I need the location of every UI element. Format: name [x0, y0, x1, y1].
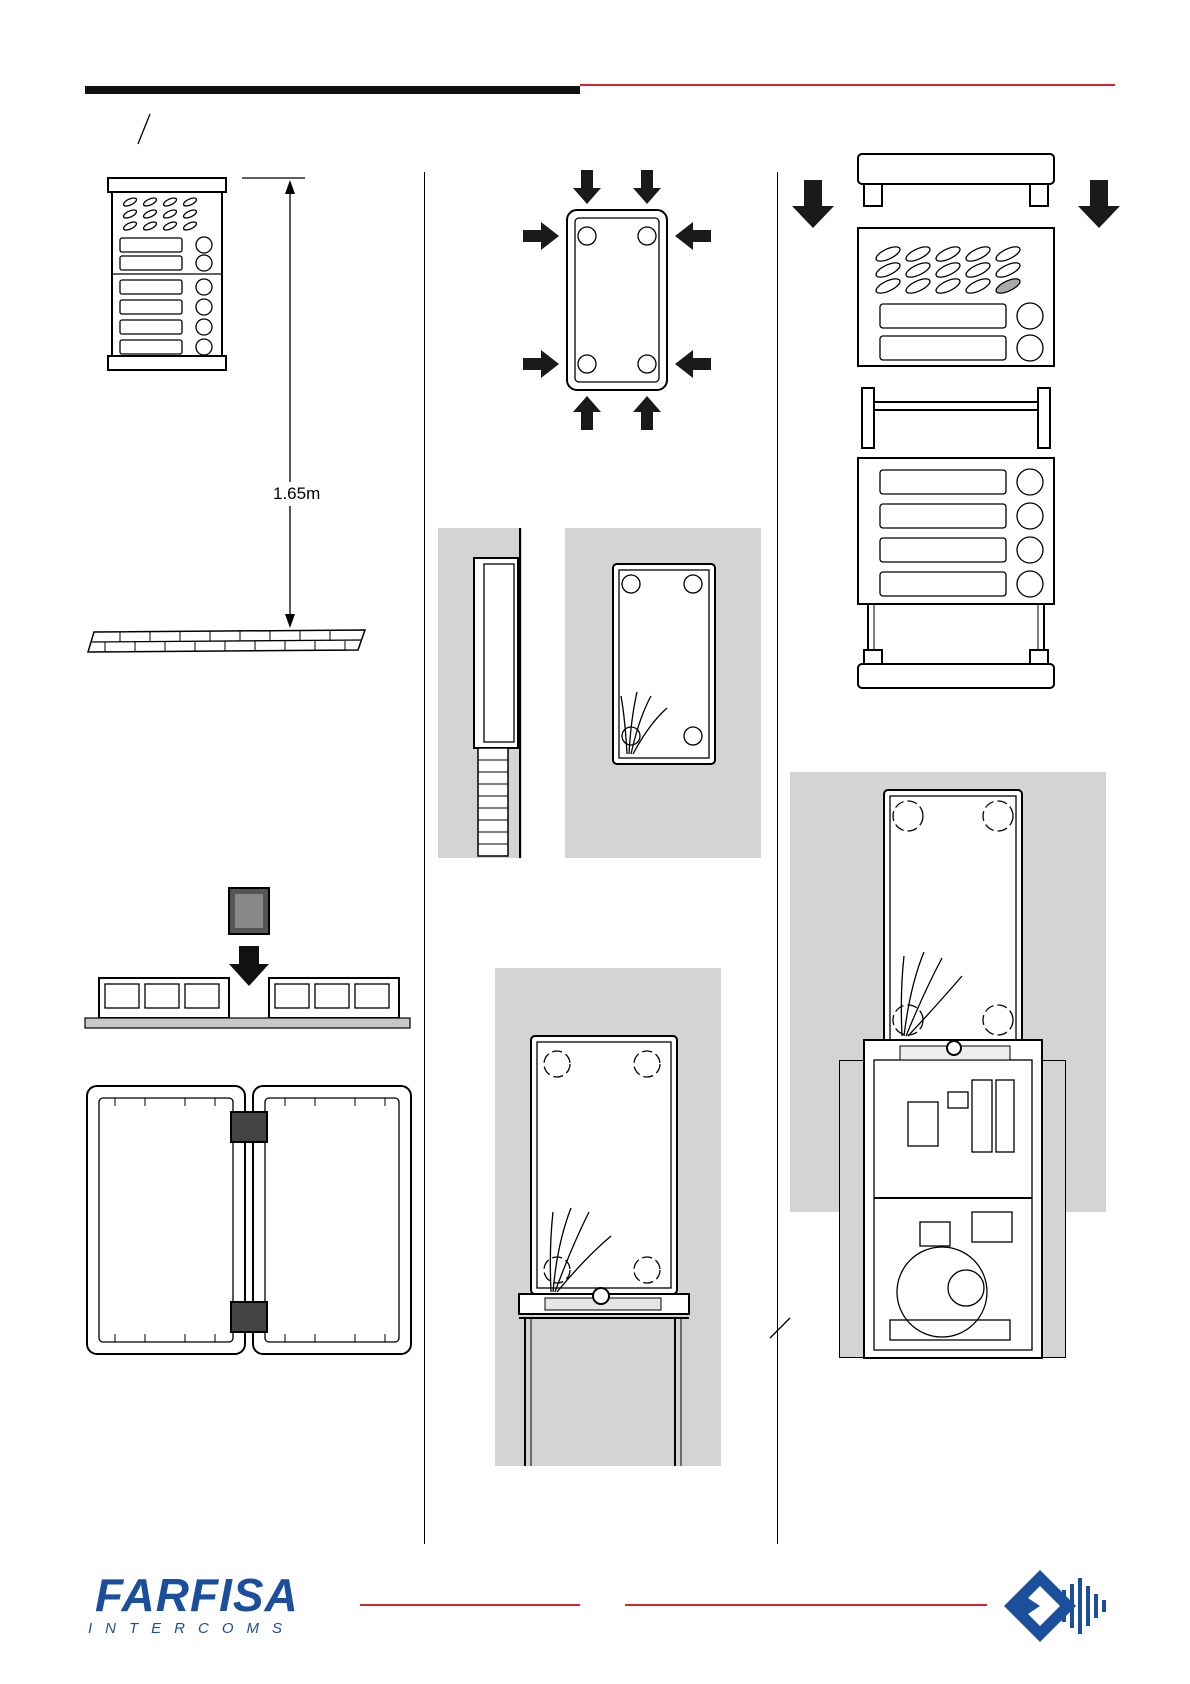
panel-height-figure — [80, 170, 420, 660]
box-frame-figure — [495, 968, 721, 1466]
brand-logo-tagline: INTERCOMS — [88, 1620, 295, 1637]
header-rule-red — [580, 84, 1115, 86]
header-slash — [134, 112, 154, 146]
height-measurement-label: 1.65m — [273, 482, 320, 506]
column-divider-1 — [424, 172, 425, 1544]
exploded-panel-figure — [790, 150, 1120, 690]
joined-boxes-figure — [85, 1084, 415, 1359]
box-pressure-figure — [515, 170, 715, 440]
header-bar-black — [85, 86, 580, 94]
footer-rule-red-left — [360, 1604, 580, 1606]
installation-view-figure — [790, 772, 1106, 1362]
brand-logo-name: FARFISA — [95, 1568, 299, 1622]
footer-rule-red-right — [625, 1604, 987, 1606]
box-joining-figure — [85, 880, 415, 1040]
column-divider-2 — [777, 172, 778, 1544]
brand-emblem-icon — [1002, 1568, 1120, 1646]
wall-front-view — [565, 528, 761, 858]
wall-side-view — [438, 528, 528, 858]
